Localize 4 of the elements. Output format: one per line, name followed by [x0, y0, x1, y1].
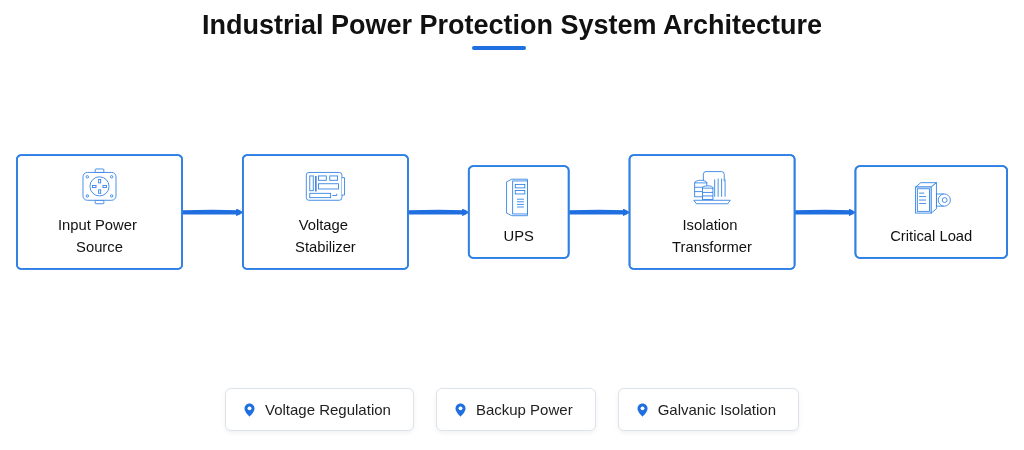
tag-text: Galvanic Isolation [657, 401, 777, 418]
tag-text: Voltage Regulation [264, 401, 391, 418]
diagram-title: Industrial Power Protection System Architecture [201, 10, 823, 41]
tag-text: Backup Power [475, 401, 573, 418]
